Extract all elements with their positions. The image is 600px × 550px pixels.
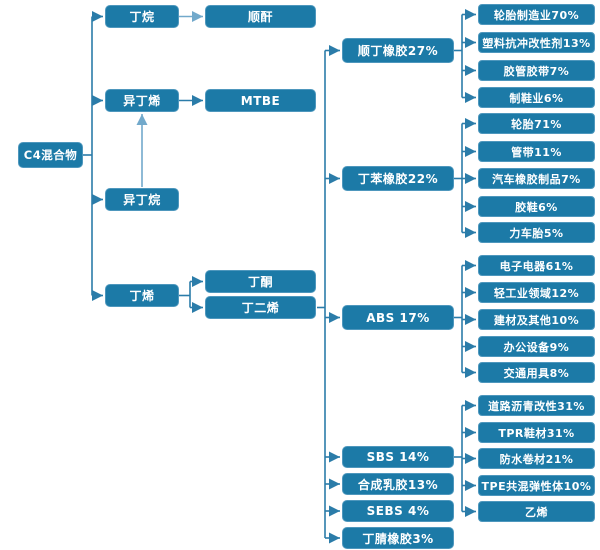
leaf-rubber-shoes: 胶鞋6% xyxy=(478,196,595,217)
leaf-tire-manufacturing: 轮胎制造业70% xyxy=(478,4,595,25)
node-butadiene: 丁二烯 xyxy=(205,296,316,319)
leaf-ethylene: 乙烯 xyxy=(478,501,595,522)
leaf-tires: 轮胎71% xyxy=(478,113,595,134)
node-butane: 丁烷 xyxy=(105,5,179,28)
leaf-transport-goods: 交通用具8% xyxy=(478,362,595,383)
leaf-waterproof-membrane: 防水卷材21% xyxy=(478,448,595,469)
node-abs: ABS 17% xyxy=(342,305,454,330)
leaf-office-equipment: 办公设备9% xyxy=(478,336,595,357)
leaf-tpr-shoe-material: TPR鞋材31% xyxy=(478,422,595,443)
leaf-pipe-belt: 管带11% xyxy=(478,141,595,162)
node-maleic-anhydride: 顺酐 xyxy=(205,5,316,28)
node-sbs: SBS 14% xyxy=(342,446,454,468)
leaf-bicycle-tires: 力车胎5% xyxy=(478,222,595,243)
leaf-building-materials: 建材及其他10% xyxy=(478,309,595,330)
leaf-auto-rubber-products: 汽车橡胶制品7% xyxy=(478,168,595,189)
node-butene: 丁烯 xyxy=(105,284,179,307)
node-nbr-rubber: 丁腈橡胶3% xyxy=(342,527,454,549)
leaf-road-asphalt-modification: 道路沥青改性31% xyxy=(478,395,595,416)
leaf-tpe-blend-elastomer: TPE共混弹性体10% xyxy=(478,475,595,496)
node-cis-polybutadiene-rubber: 顺丁橡胶27% xyxy=(342,38,454,63)
leaf-light-industry: 轻工业领域12% xyxy=(478,282,595,303)
node-sbr-rubber: 丁苯橡胶22% xyxy=(342,166,454,191)
node-isobutylene: 异丁烯 xyxy=(105,89,179,112)
node-mtbe: MTBE xyxy=(205,89,316,112)
node-isobutane: 异丁烷 xyxy=(105,188,179,211)
node-sebs: SEBS 4% xyxy=(342,500,454,522)
leaf-plastic-impact-modifier: 塑料抗冲改性剂13% xyxy=(478,32,595,53)
leaf-hose-and-belt: 胶管胶带7% xyxy=(478,60,595,81)
leaf-electronics: 电子电器61% xyxy=(478,255,595,276)
node-c4-mixture: C4混合物 xyxy=(18,142,83,168)
leaf-footwear-industry: 制鞋业6% xyxy=(478,87,595,108)
node-synthetic-latex: 合成乳胶13% xyxy=(342,473,454,495)
node-mek: 丁酮 xyxy=(205,270,316,293)
